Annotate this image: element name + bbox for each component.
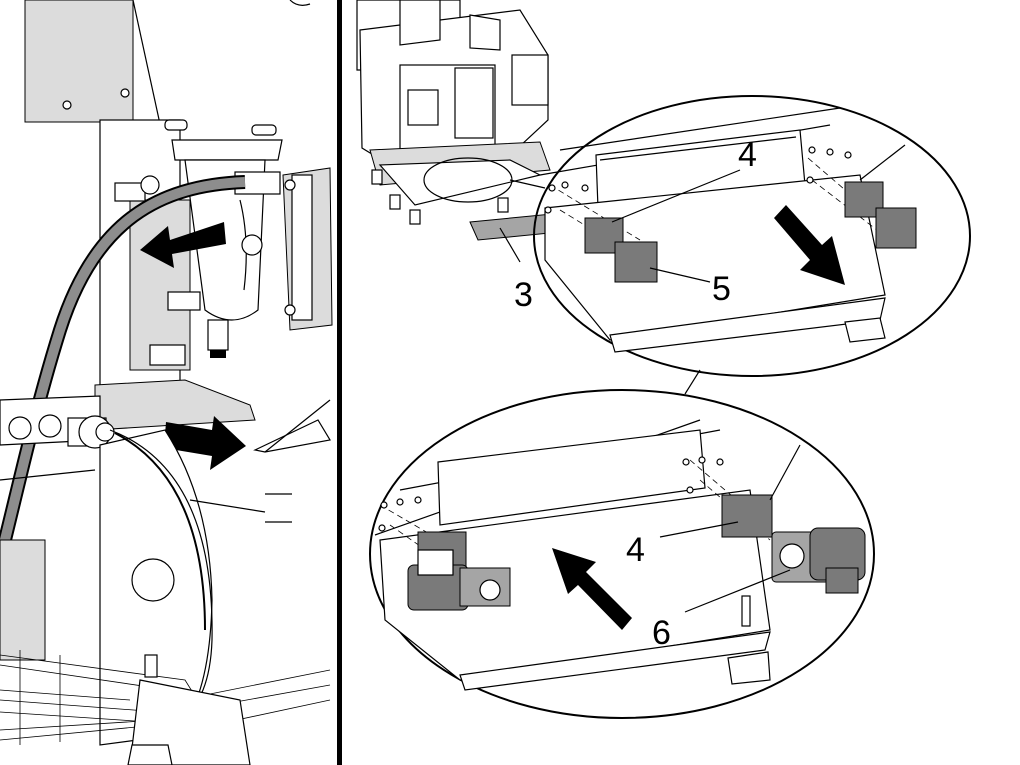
panel-divider <box>337 0 342 765</box>
machine-overview <box>356 0 561 263</box>
upper-detail-plates <box>533 95 971 377</box>
callout-4-lower: 4 <box>626 531 645 569</box>
machine-leveling-feet <box>371 169 509 225</box>
callout-3: 3 <box>514 276 533 314</box>
detail-connector <box>684 369 701 395</box>
lower-detail-motors <box>369 389 875 719</box>
callout-6: 6 <box>652 614 671 652</box>
left-panel-coolant-filter-detail <box>0 0 333 765</box>
floor-tray-grid <box>0 650 331 765</box>
callout-5: 5 <box>712 270 731 308</box>
callout-4-upper: 4 <box>738 136 757 174</box>
